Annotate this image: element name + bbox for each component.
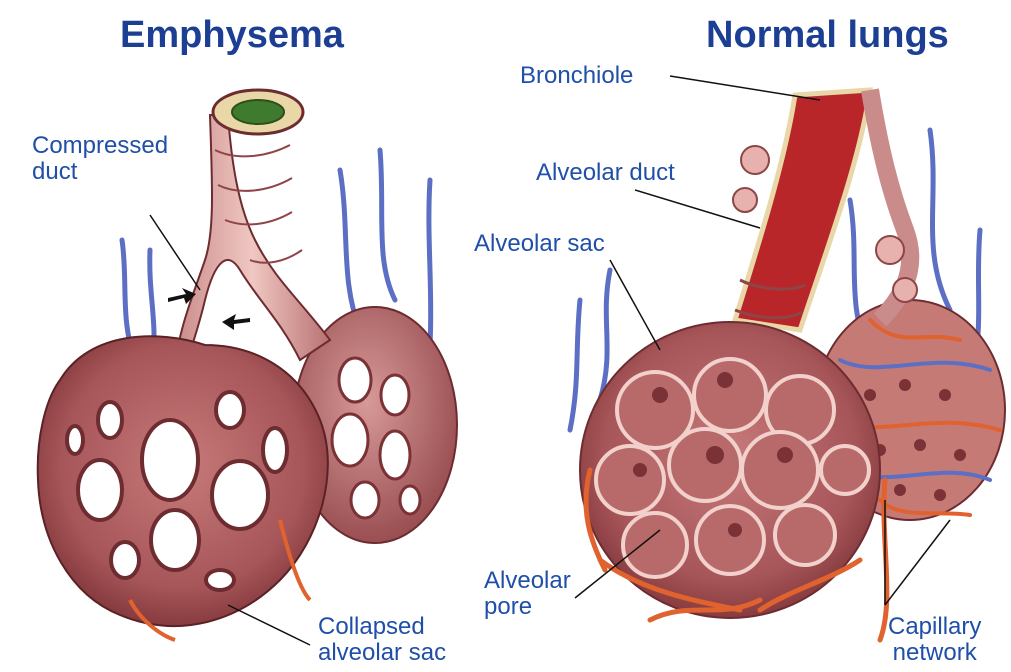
label-capillary-line2: network xyxy=(888,640,981,666)
label-capillary-network: Capillary network xyxy=(888,614,981,666)
label-bronchiole: Bronchiole xyxy=(520,63,633,89)
emphysema-title: Emphysema xyxy=(120,16,344,54)
label-collapsed-line1: Collapsed xyxy=(318,614,446,640)
normal-lungs-title: Normal lungs xyxy=(706,16,949,54)
label-capillary-line1: Capillary xyxy=(888,614,981,640)
label-alveolar-pore-line2: pore xyxy=(484,594,571,620)
label-compressed-duct-line2: duct xyxy=(32,159,168,185)
label-alveolar-pore: Alveolar pore xyxy=(484,568,571,620)
label-alveolar-duct: Alveolar duct xyxy=(536,160,675,186)
label-alveolar-sac: Alveolar sac xyxy=(474,231,605,257)
compression-arrows xyxy=(168,288,250,330)
label-collapsed-line2: alveolar sac xyxy=(318,640,446,666)
emphysema-bronchiole xyxy=(175,115,330,370)
label-compressed-duct-line1: Compressed xyxy=(32,133,168,159)
label-compressed-duct: Compressed duct xyxy=(32,133,168,185)
label-alveolar-pore-line1: Alveolar xyxy=(484,568,571,594)
label-collapsed-alveolar-sac: Collapsed alveolar sac xyxy=(318,614,446,666)
